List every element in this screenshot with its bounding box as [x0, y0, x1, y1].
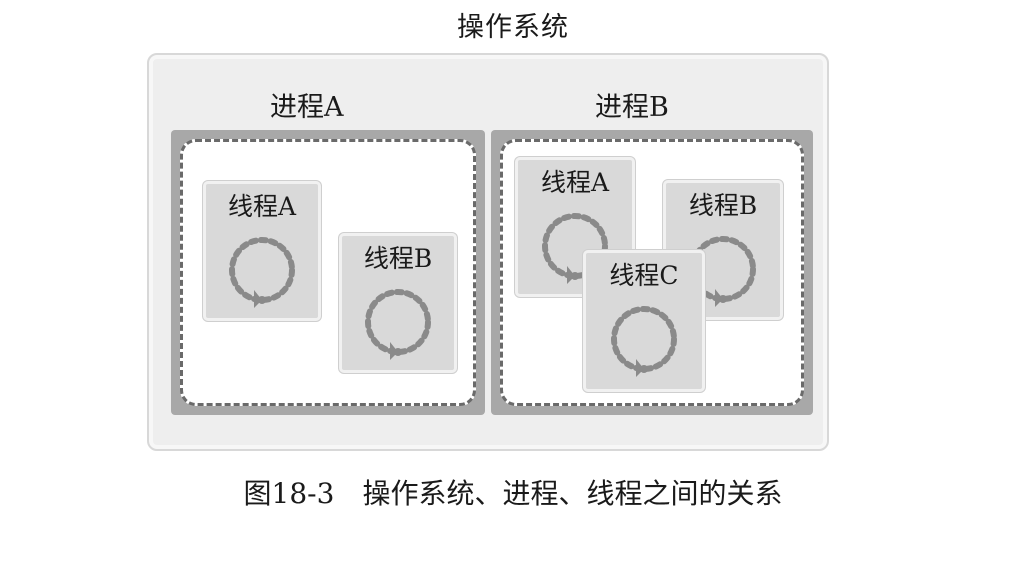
process-a-thread-a: 线程A — [203, 181, 321, 321]
process-b-label: 进程B — [595, 92, 669, 123]
process-b-thread-c: 线程C — [583, 250, 705, 392]
dashed-circular-arrow-icon — [602, 299, 686, 383]
caption-text: 操作系统、进程、线程之间的关系 — [362, 477, 783, 510]
process-a-label: 进程A — [270, 92, 344, 123]
os-title: 操作系统 — [457, 12, 569, 43]
thread-label: 线程A — [540, 168, 610, 197]
dashed-circular-arrow-icon — [356, 282, 440, 366]
thread-label: 线程A — [227, 192, 297, 221]
figure-number: 图18-3 — [243, 477, 335, 510]
dashed-circular-arrow-icon — [220, 230, 304, 314]
figure-caption: 图18-3 操作系统、进程、线程之间的关系 — [0, 480, 1026, 508]
thread-label: 线程C — [609, 261, 679, 290]
thread-label: 线程B — [363, 244, 433, 273]
process-a-thread-b: 线程B — [339, 233, 457, 373]
thread-label: 线程B — [688, 191, 758, 220]
